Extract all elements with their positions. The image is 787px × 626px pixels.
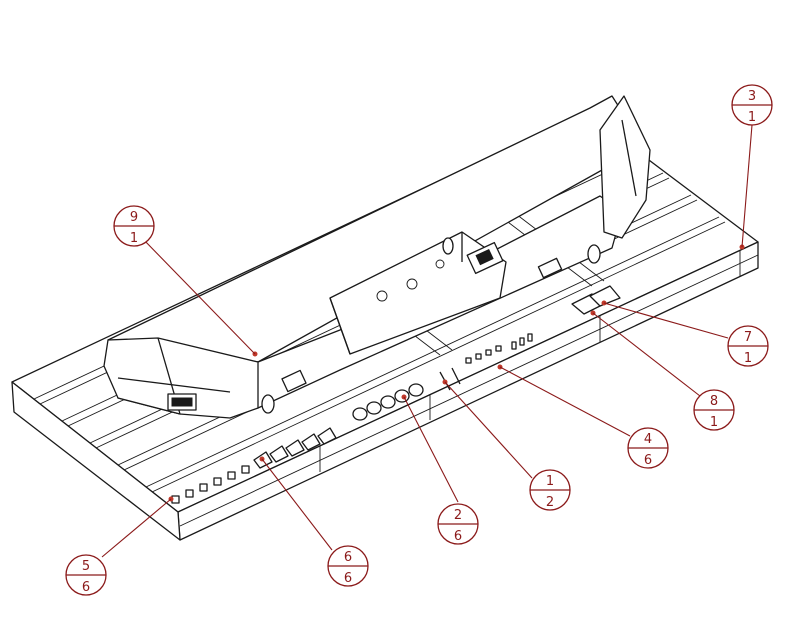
balloon-4-item: 4 (644, 432, 652, 447)
balloon-3-item: 3 (748, 89, 756, 104)
left-shackle-slot (281, 369, 307, 393)
balloon-item-8: 8 1 (693, 389, 735, 431)
balloon-item-3: 3 1 (731, 84, 773, 126)
clip-row (465, 333, 533, 364)
balloon-4-qty: 6 (644, 453, 652, 468)
balloon-item-9: 9 1 (113, 205, 155, 247)
balloon-item-2: 2 6 (437, 503, 479, 545)
balloon-5-item: 5 (82, 559, 90, 574)
plate-stack (571, 285, 621, 315)
leader-lines (101, 124, 753, 558)
balloon-item-5: 5 6 (65, 554, 107, 596)
balloon-item-1: 1 2 (529, 469, 571, 511)
balloon-2-qty: 6 (454, 529, 462, 544)
balloon-2-item: 2 (454, 508, 462, 523)
bumper-left-wing (103, 337, 259, 419)
balloon-item-6: 6 6 (327, 545, 369, 587)
balloon-9-item: 9 (130, 210, 138, 225)
balloon-6-qty: 6 (344, 571, 352, 586)
balloon-8-item: 8 (710, 394, 718, 409)
pallet-front-blocks (179, 250, 759, 527)
balloon-6-item: 6 (344, 550, 352, 565)
left-d-ring (261, 394, 275, 414)
bumper (103, 95, 651, 419)
pallet-left-edge (11, 381, 181, 541)
washer-row (352, 383, 424, 421)
bracket-row (253, 427, 337, 469)
hardware-parts (171, 285, 621, 504)
right-shackle-slot (537, 257, 563, 279)
balloon-7-item: 7 (744, 330, 752, 345)
bumper-right-wing (599, 95, 651, 239)
balloon-item-4: 4 6 (627, 427, 669, 469)
right-d-ring (587, 244, 601, 264)
balloon-8-qty: 1 (710, 415, 718, 430)
nut-row (171, 465, 250, 504)
balloon-1-qty: 2 (546, 495, 554, 510)
balloon-5-qty: 6 (82, 580, 90, 595)
balloon-9-qty: 1 (130, 231, 138, 246)
balloon-7-qty: 1 (744, 351, 752, 366)
balloon-item-7: 7 1 (727, 325, 769, 367)
balloon-1-item: 1 (546, 474, 554, 489)
balloon-3-qty: 1 (748, 110, 756, 125)
